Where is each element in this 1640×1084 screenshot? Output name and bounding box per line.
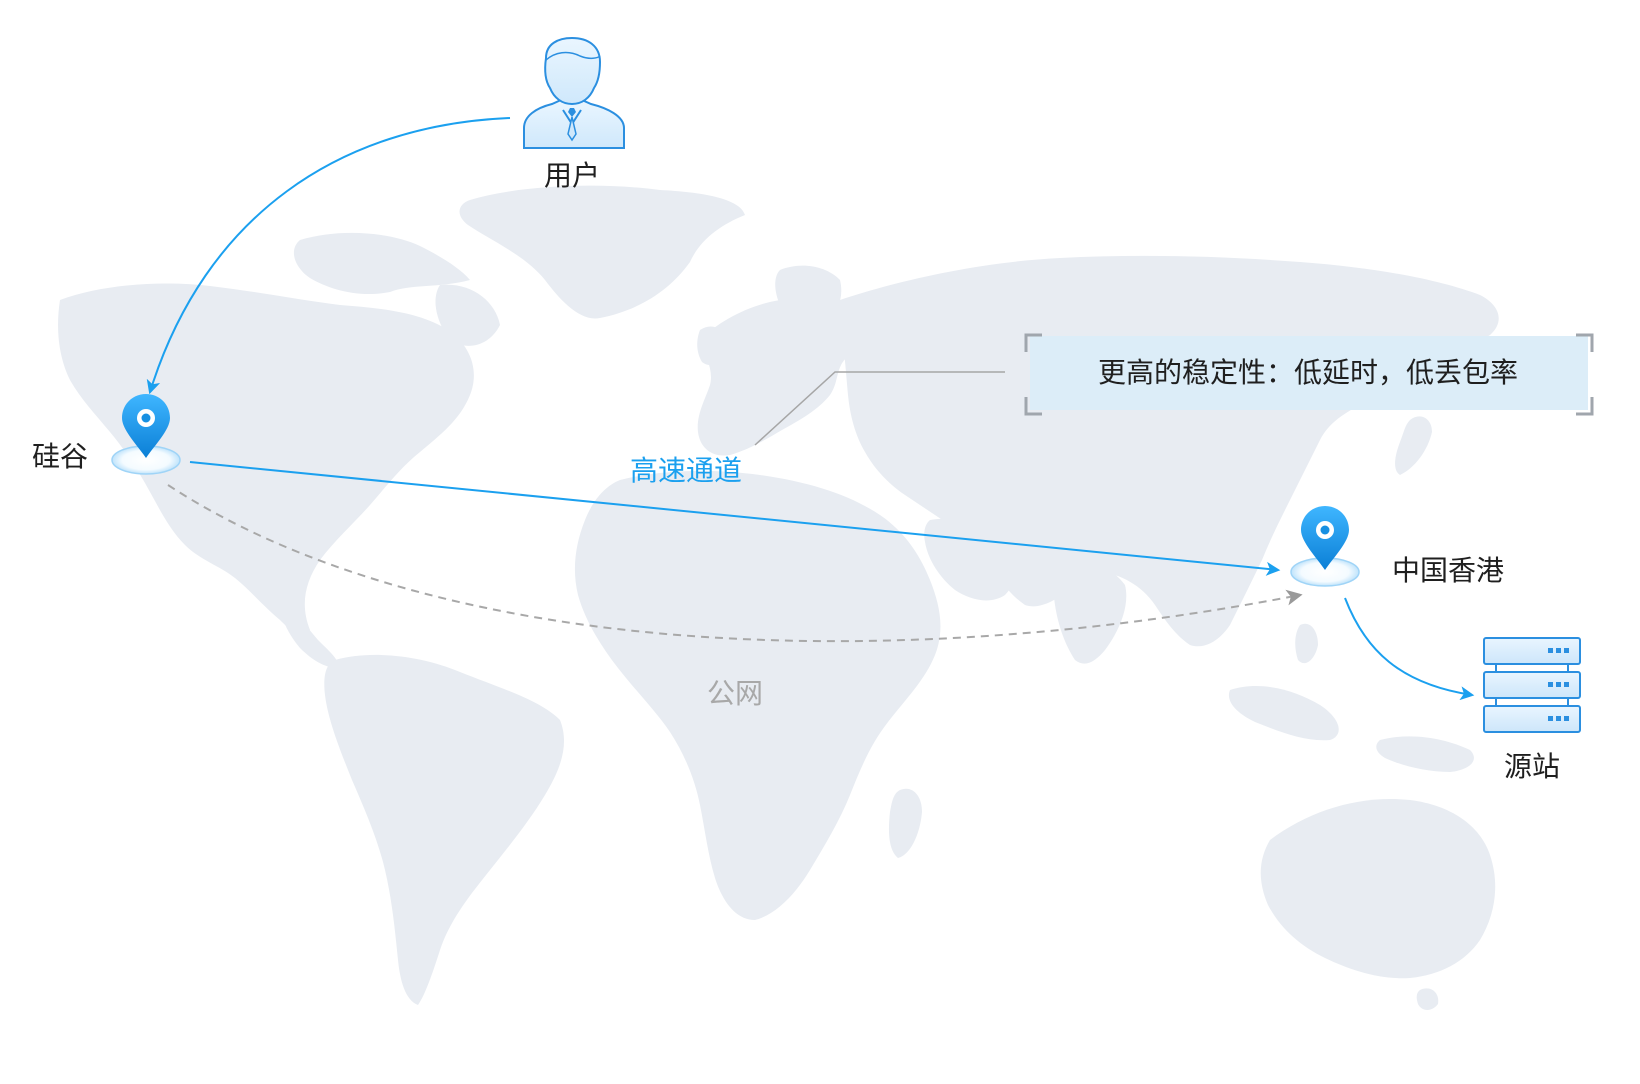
map-australia	[1260, 799, 1496, 979]
silicon-valley-node: 硅谷	[32, 394, 181, 475]
map-india	[1053, 558, 1127, 664]
callout-bracket-bottom-left	[1024, 397, 1042, 416]
link-hk-to-origin	[1344, 597, 1475, 701]
public-net-label: 公网	[707, 677, 763, 710]
link-public-net	[167, 484, 1303, 643]
map-arabia	[924, 518, 1016, 601]
origin-label: 源站	[1504, 750, 1560, 783]
hong-kong-label: 中国香港	[1392, 554, 1504, 587]
map-uk	[697, 326, 726, 366]
map-baffin	[435, 284, 500, 346]
callout-box: 更高的稳定性：低延时，低丢包率	[1024, 333, 1594, 416]
map-africa	[574, 470, 941, 920]
server-icon	[1483, 637, 1581, 733]
map-north-america	[58, 283, 474, 635]
map-tasmania	[1416, 988, 1439, 1010]
callout-text: 更高的稳定性：低延时，低丢包率	[1098, 356, 1518, 389]
map-japan	[1395, 416, 1432, 475]
callout-bracket-bottom-right	[1576, 397, 1594, 416]
high-speed-label: 高速通道	[630, 454, 742, 487]
user-icon	[523, 36, 625, 149]
map-madagascar	[888, 788, 922, 858]
location-pin-icon	[122, 394, 170, 458]
user-node: 用户	[523, 36, 625, 192]
callout-bracket-top-left	[1024, 333, 1042, 352]
map-philippines	[1295, 623, 1318, 664]
map-new-guinea	[1376, 736, 1474, 772]
origin-node: 源站	[1483, 637, 1581, 783]
callout-bracket-top-right	[1576, 333, 1594, 352]
link-user-to-silicon-valley	[146, 117, 511, 395]
location-pin-icon	[1301, 506, 1349, 570]
map-south-america	[324, 654, 565, 1005]
silicon-valley-label: 硅谷	[32, 440, 88, 473]
map-sea-islands	[1228, 685, 1339, 741]
map-scandinavia	[775, 265, 842, 329]
map-europe	[697, 298, 866, 456]
map-central-america	[280, 600, 339, 668]
user-label: 用户	[544, 159, 600, 192]
link-high-speed	[189, 461, 1281, 576]
hong-kong-node: 中国香港	[1290, 506, 1504, 587]
map-arctic-islands	[293, 232, 470, 295]
map-greenland	[459, 185, 745, 319]
world-map	[58, 185, 1499, 1010]
callout-leader-line	[754, 371, 1005, 446]
